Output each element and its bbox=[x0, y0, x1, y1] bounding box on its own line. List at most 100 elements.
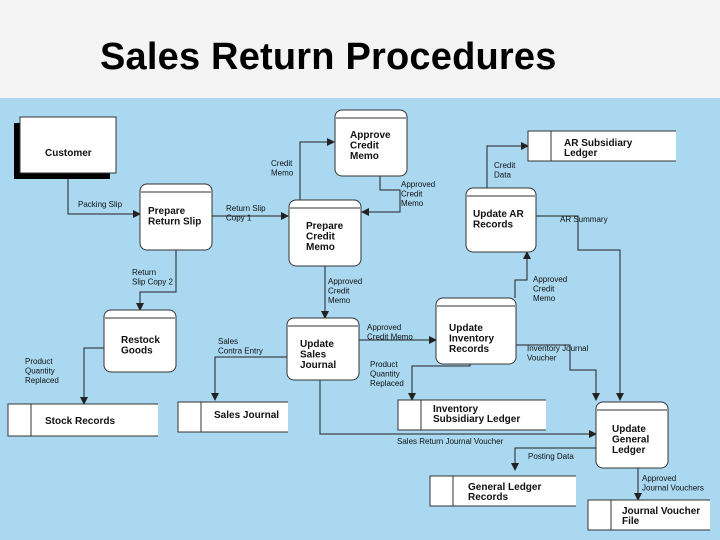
flow-label-text: Memo bbox=[328, 296, 351, 305]
store-label: File bbox=[622, 516, 640, 527]
flow-label-text: Memo bbox=[401, 199, 424, 208]
flow-label-text: Slip Copy 2 bbox=[132, 278, 173, 287]
entity-customer: Customer bbox=[14, 116, 117, 179]
flow-label-text: Replaced bbox=[370, 379, 404, 388]
flow-label-text: Voucher bbox=[527, 354, 557, 363]
process-label: Ledger bbox=[612, 445, 645, 456]
process-label: Prepare bbox=[148, 206, 186, 217]
process-label: Credit bbox=[306, 232, 336, 243]
flow-label-text: Posting Data bbox=[528, 452, 574, 461]
flow-label-text: Approved bbox=[367, 323, 401, 332]
flow-product-quantity-replaced-2 bbox=[408, 362, 471, 401]
flow-label-text: Credit bbox=[328, 287, 350, 296]
flow-label-text: Data bbox=[494, 171, 511, 180]
store-label: Inventory bbox=[433, 404, 478, 415]
flow-approved-credit-memo-3 bbox=[514, 251, 531, 298]
store-label: Records bbox=[468, 492, 508, 503]
process-label: Return Slip bbox=[148, 217, 201, 228]
flow-label-text: Approved bbox=[533, 275, 567, 284]
flow-label-text: Replaced bbox=[25, 376, 59, 385]
flow-product-quantity-replaced-1 bbox=[80, 347, 104, 405]
flow-label-text: Credit bbox=[271, 159, 293, 168]
flow-label-text: Return Slip bbox=[226, 204, 266, 213]
flow-label-text: Product bbox=[370, 360, 398, 369]
process-label: Update bbox=[449, 323, 483, 334]
flow-label-text: Quantity bbox=[370, 370, 400, 379]
title-bar: Sales Return Procedures bbox=[0, 0, 720, 98]
flow-label-text: Credit bbox=[494, 161, 516, 170]
flow-label-text: Credit bbox=[533, 285, 555, 294]
flow-posting-data bbox=[511, 447, 598, 471]
flow-credit-memo bbox=[299, 138, 335, 210]
flow-return-slip-copy2 bbox=[136, 250, 177, 311]
store-label: Ledger bbox=[564, 148, 597, 159]
flow-approved-credit-memo-1 bbox=[361, 175, 401, 216]
process-label: Credit bbox=[350, 141, 380, 152]
store-label: Sales Journal bbox=[214, 410, 279, 421]
store-label: AR Subsidiary bbox=[564, 138, 633, 149]
flow-label-posting-data: Posting Data bbox=[528, 452, 574, 461]
flow-ar-summary bbox=[536, 215, 624, 401]
flow-label-sales-return-journal-voucher: Sales Return Journal Voucher bbox=[397, 437, 504, 446]
flow-credit-data bbox=[486, 142, 529, 188]
flow-label-text: Contra Entry bbox=[218, 347, 263, 356]
flow-label-text: Copy 1 bbox=[226, 214, 252, 223]
flow-packing-slip bbox=[67, 179, 141, 218]
store-label: Stock Records bbox=[45, 416, 115, 427]
process-label: Prepare bbox=[306, 221, 344, 232]
flow-label-text: Approved bbox=[401, 180, 435, 189]
process-label: Approve bbox=[350, 130, 391, 141]
flow-label-text: Journal Vouchers bbox=[642, 484, 704, 493]
process-label: Update bbox=[612, 424, 646, 435]
flow-label-packing-slip: Packing Slip bbox=[78, 200, 123, 209]
process-label: Records bbox=[473, 220, 513, 231]
process-label: Memo bbox=[306, 242, 335, 253]
flow-label-text: Credit Memo bbox=[367, 333, 413, 342]
flow-label-text: Approved bbox=[328, 277, 362, 286]
flow-label-text: Inventory Journal bbox=[527, 344, 589, 353]
store-label: Journal Voucher bbox=[622, 506, 700, 517]
store-sales-journal: Sales Journal bbox=[177, 401, 288, 433]
process-label: Restock bbox=[121, 335, 160, 346]
flow-label-ar-summary: AR Summary bbox=[560, 215, 608, 224]
flow-label-text: Memo bbox=[533, 294, 556, 303]
flow-inventory-journal-voucher bbox=[516, 344, 600, 401]
process-label: Update AR bbox=[473, 209, 525, 220]
process-label: Records bbox=[449, 344, 489, 355]
flow-label-text: Product bbox=[25, 357, 53, 366]
flow-label-text: Approved bbox=[642, 474, 676, 483]
slide-title: Sales Return Procedures bbox=[100, 36, 557, 78]
process-label: Journal bbox=[300, 360, 336, 371]
flow-label-text: Return bbox=[132, 268, 156, 277]
process-label: Memo bbox=[350, 151, 379, 162]
flow-label-text: AR Summary bbox=[560, 215, 608, 224]
process-label: Inventory bbox=[449, 334, 494, 345]
flow-label-text: Memo bbox=[271, 169, 294, 178]
